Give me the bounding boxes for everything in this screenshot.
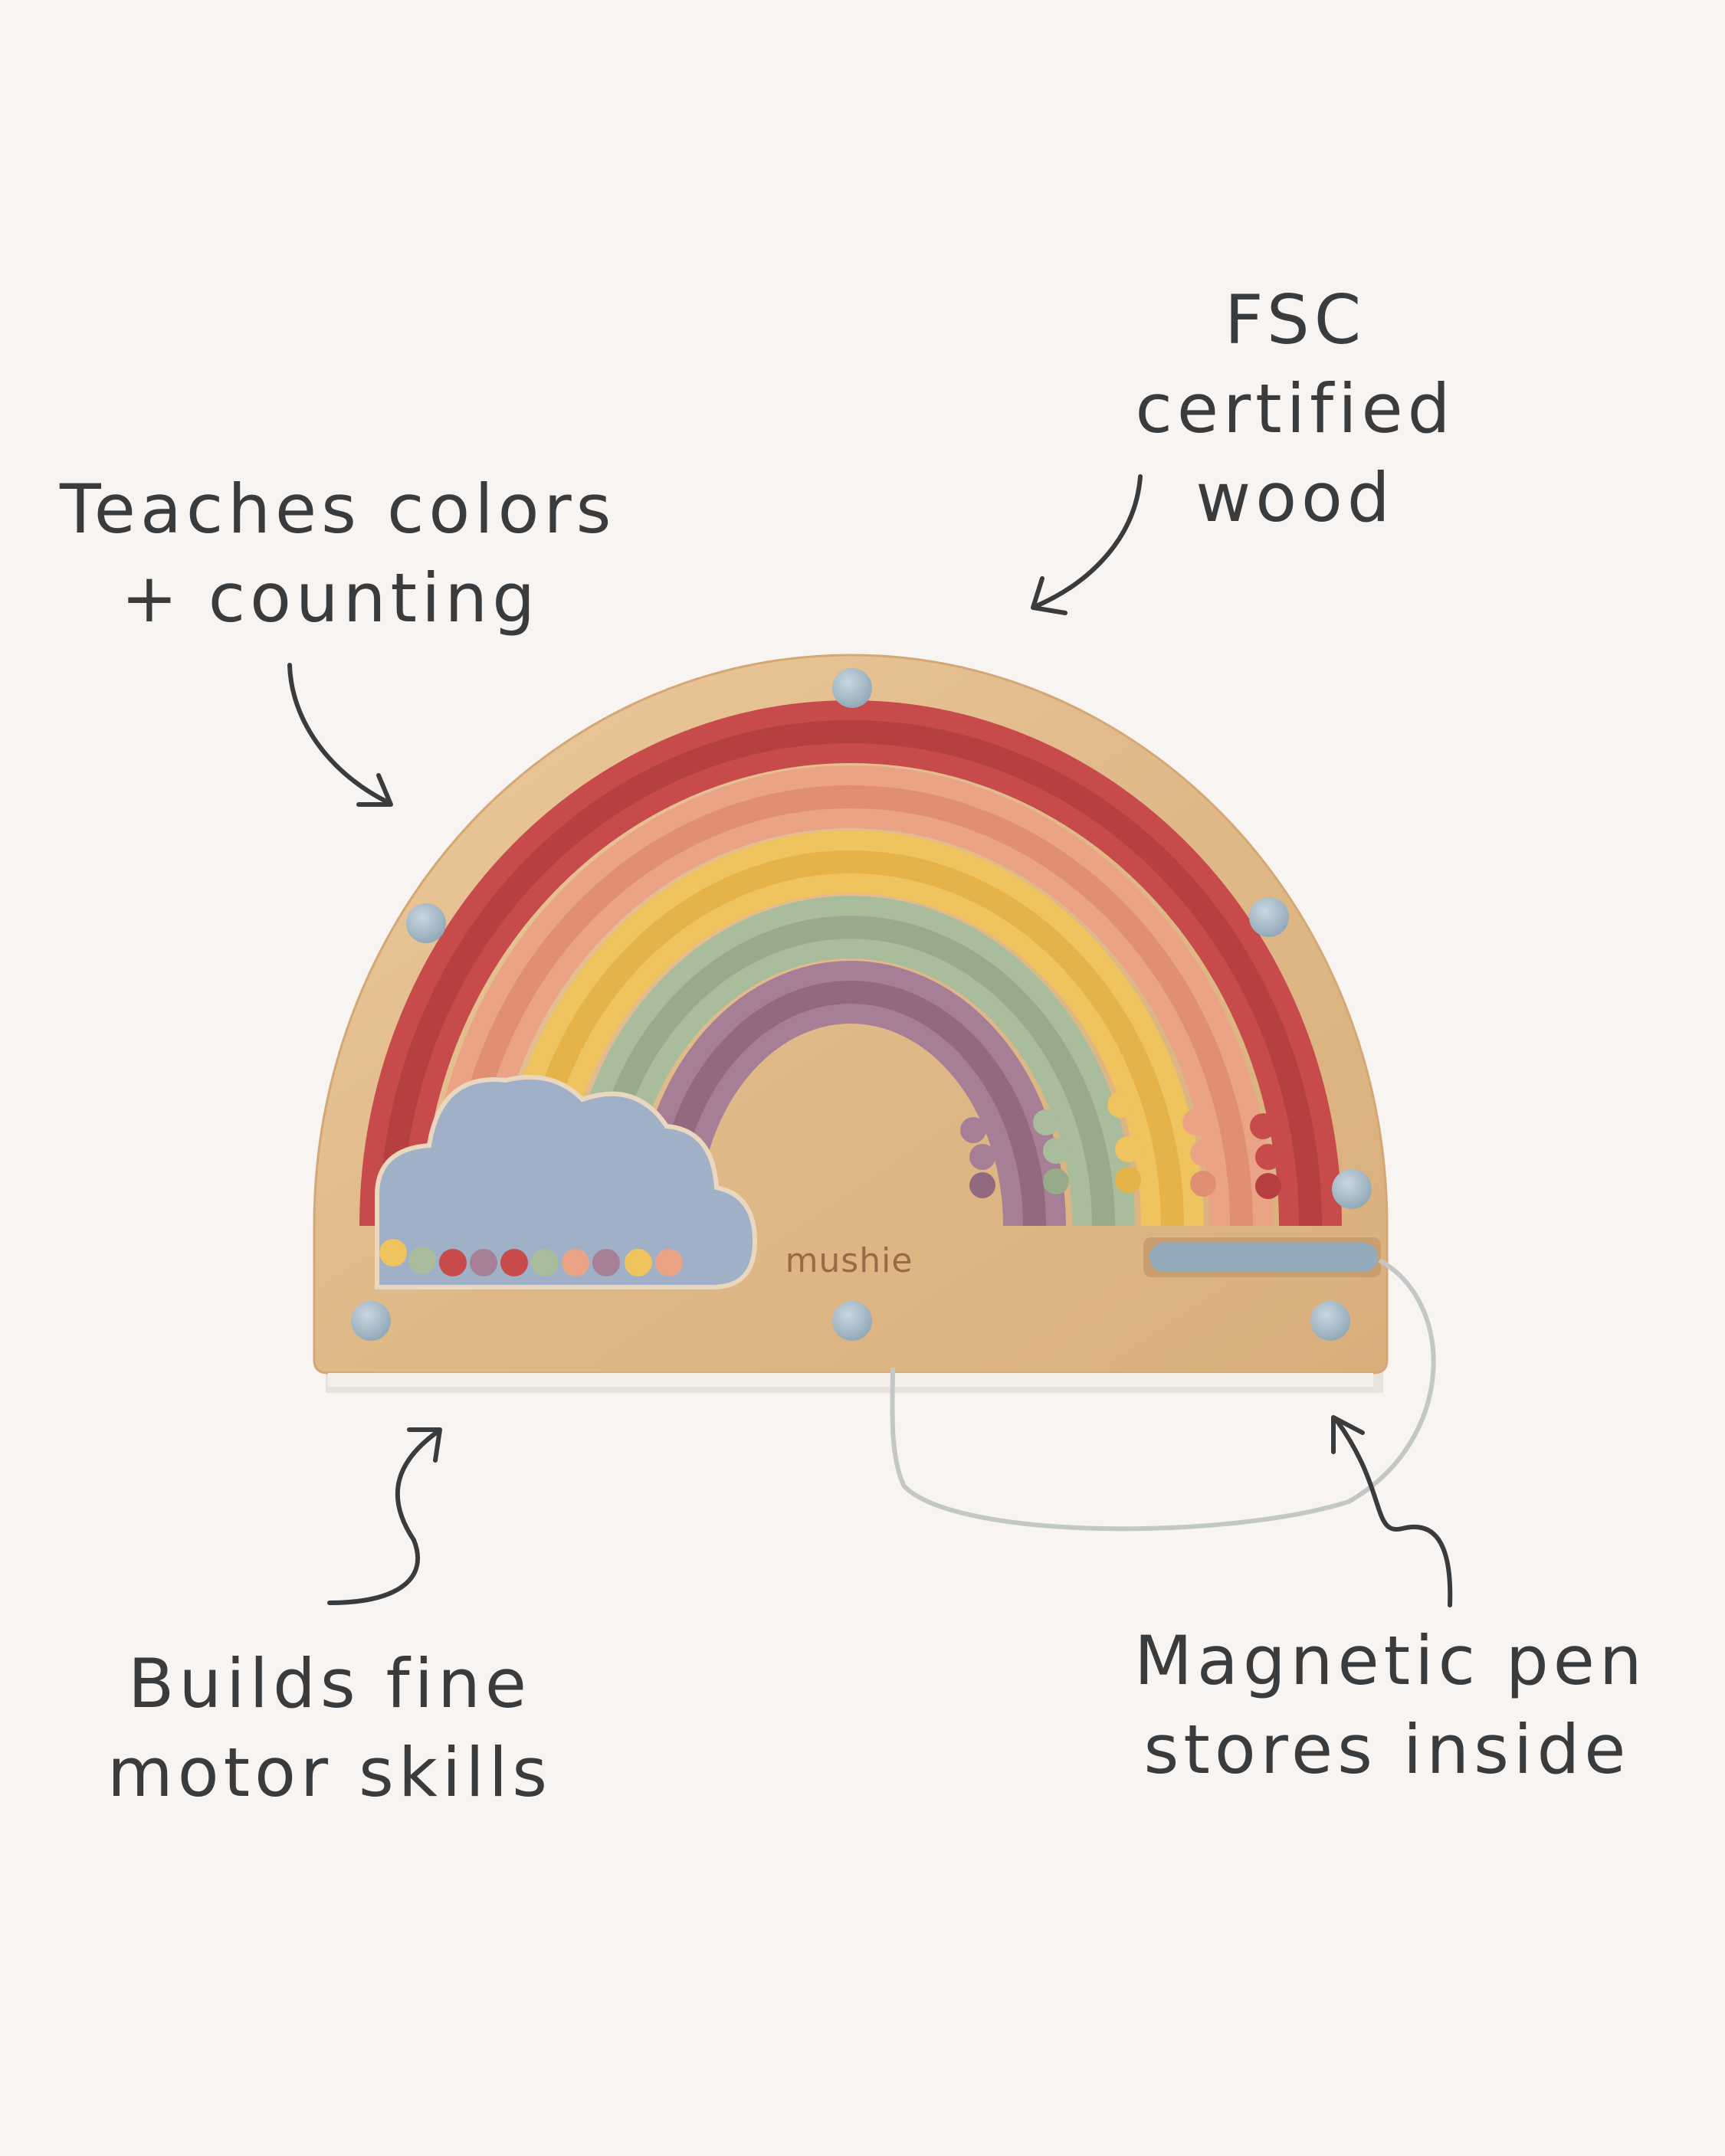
arrow-teaches [287, 663, 392, 805]
callout-magnetic: Magnetic pen stores inside [1134, 1617, 1647, 1794]
callout-fsc-line1: FSC [1224, 280, 1366, 359]
arrow-magnetic [1335, 1419, 1453, 1607]
arrow-fsc [1032, 474, 1143, 609]
callout-fsc-line2: certified [1135, 369, 1455, 448]
callout-magnetic-line2: stores inside [1143, 1710, 1631, 1789]
bead-row [379, 1239, 683, 1276]
callout-teaches-line1: Teaches colors [60, 470, 616, 549]
callout-fsc: FSC certified wood [1134, 276, 1456, 542]
cloud-window [375, 1074, 758, 1289]
annotation-arrows [287, 474, 1453, 1607]
rainbow-tracks [359, 700, 1342, 1227]
brand-logo: mushie [785, 1241, 913, 1280]
arrow-builds [327, 1429, 441, 1605]
board-base-edge [328, 1373, 1373, 1387]
magnetic-pen [1143, 1237, 1381, 1277]
callout-teaches: Teaches colors + counting [60, 465, 616, 643]
callout-teaches-line2: + counting [121, 559, 540, 637]
callout-builds-line2: motor skills [107, 1733, 553, 1812]
blue-pegs [351, 668, 1372, 1341]
pen-string [890, 1258, 1436, 1532]
callout-fsc-line3: wood [1195, 458, 1395, 537]
track-beads [960, 1092, 1281, 1199]
callout-builds-line1: Builds fine [127, 1644, 532, 1723]
callout-magnetic-line1: Magnetic pen [1134, 1621, 1647, 1700]
callout-builds: Builds fine motor skills [107, 1640, 552, 1817]
